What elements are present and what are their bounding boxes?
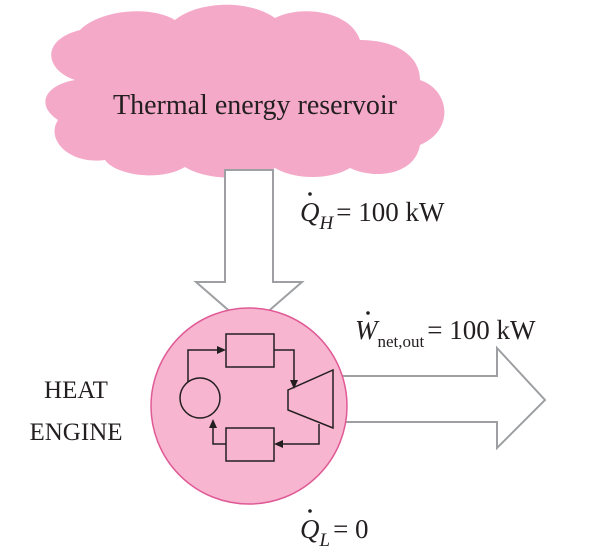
- heat-in-symbol: Q: [300, 197, 320, 227]
- svg-text:QH= 100 kW: QH= 100 kW: [300, 197, 445, 234]
- pipe-condenser-pump: [212, 422, 226, 445]
- condenser-box: [225, 427, 275, 462]
- thermal-reservoir-cloud: Thermal energy reservoir: [45, 4, 445, 178]
- heat-out-label: QL= 0: [300, 509, 369, 551]
- work-out-symbol: W: [355, 315, 380, 345]
- pipe-pump-boiler: [187, 349, 224, 382]
- flow-arrowheads: [209, 346, 298, 448]
- heat-out-symbol: Q: [300, 514, 320, 544]
- arrowhead-into-turbine: [290, 380, 298, 389]
- work-out-value: = 100 kW: [427, 315, 536, 345]
- heat-input-arrow-shape: [193, 169, 305, 330]
- heat-out-dot: [308, 509, 312, 513]
- cycle-schematic: [179, 333, 334, 462]
- heat-in-value: = 100 kW: [336, 197, 445, 227]
- heat-in-label: QH= 100 kW: [300, 192, 445, 234]
- heat-engine: [150, 307, 348, 505]
- boiler-box: [225, 333, 275, 368]
- arrowhead-into-pump: [209, 419, 217, 428]
- work-out-subscript: net,out: [378, 332, 425, 351]
- arrowhead-into-boiler: [217, 346, 226, 354]
- heat-out-value: = 0: [333, 514, 368, 544]
- work-out-dot: [366, 311, 370, 315]
- heat-in-dot: [308, 192, 312, 196]
- svg-text:QL= 0: QL= 0: [300, 514, 369, 551]
- heat-input-arrow: [193, 169, 305, 330]
- engine-label-line2: ENGINE: [29, 419, 122, 446]
- svg-text:Wnet,out= 100 kW: Wnet,out= 100 kW: [355, 315, 536, 351]
- work-out-label: Wnet,out= 100 kW: [355, 311, 536, 351]
- pipe-boiler-turbine: [274, 349, 295, 386]
- heat-engine-circle: [150, 307, 348, 505]
- arrowhead-into-condenser: [274, 440, 283, 448]
- cloud-shape: [45, 4, 445, 178]
- pump-circle: [179, 377, 221, 419]
- engine-label-line1: HEAT: [44, 377, 108, 404]
- engine-label: HEAT ENGINE: [29, 377, 122, 446]
- heat-out-subscript: L: [319, 530, 331, 551]
- reservoir-label: Thermal energy reservoir: [113, 90, 398, 121]
- heat-in-subscript: H: [319, 213, 335, 234]
- turbine-shape: [287, 368, 334, 430]
- pipe-turbine-condenser: [276, 424, 320, 445]
